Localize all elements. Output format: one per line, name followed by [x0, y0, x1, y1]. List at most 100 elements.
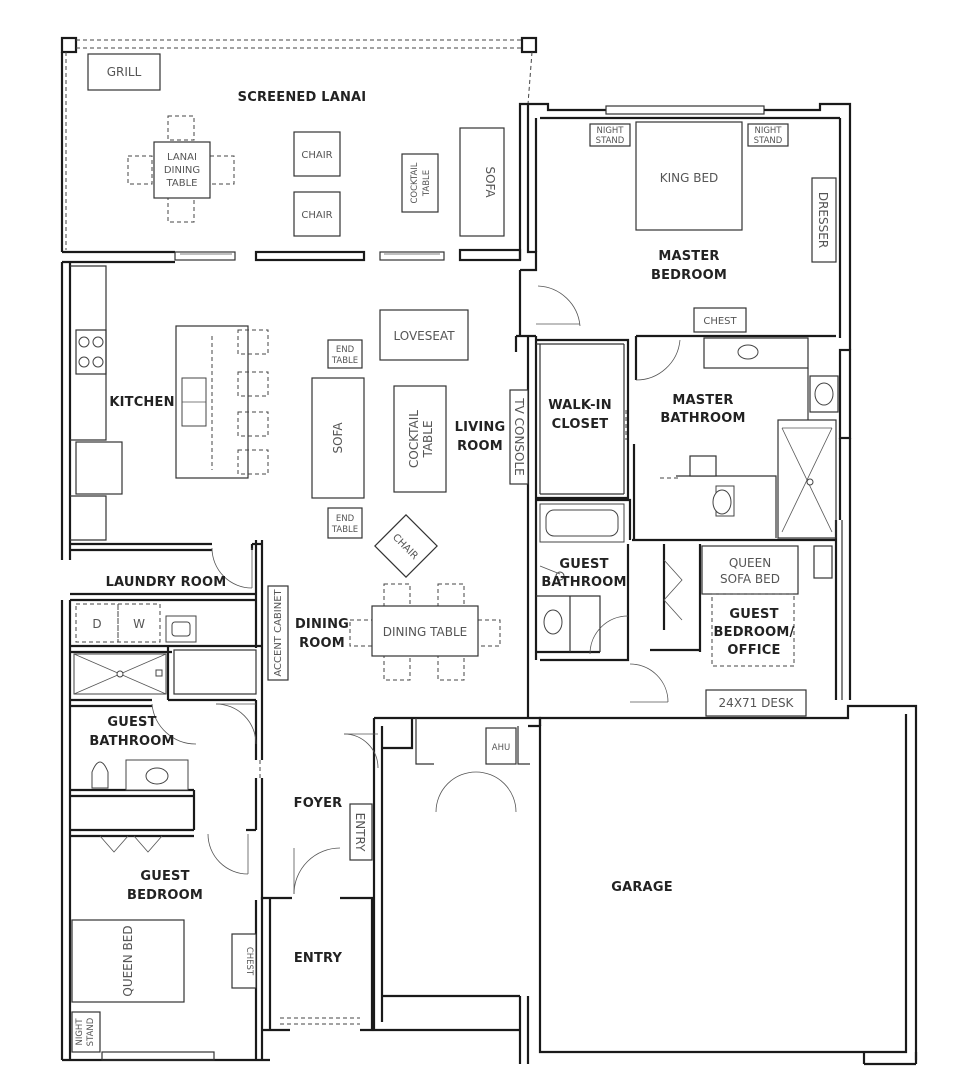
tv-console: [509, 389, 529, 485]
guest-right-toilet-icon: [543, 609, 563, 635]
lanai-dining-table: LANAI DINING TABLE: [127, 115, 235, 223]
living-chair: [374, 514, 438, 578]
room-living-2: ROOM: [457, 439, 503, 454]
lanai-dining-table-label-1: LANAI: [167, 152, 197, 163]
master-sink-icon: [737, 344, 759, 360]
office-furniture: QUEEN SOFA BED 24X71 DESK: [701, 545, 833, 717]
guest-bath-right-fixtures: [539, 503, 625, 635]
room-laundry: LAUNDRY ROOM: [106, 575, 227, 590]
burner-icon: [92, 336, 104, 348]
washer-label: W: [133, 617, 145, 631]
end-table-top-label-1: END: [336, 345, 355, 355]
room-labels: SCREENED LANAI MASTER BEDROOM KITCHEN LI…: [89, 90, 794, 966]
guest-night-stand-label-2: STAND: [86, 1017, 96, 1046]
burner-icon: [78, 336, 90, 348]
room-guest-office-3: OFFICE: [727, 643, 780, 658]
night-stand-right-label-2: STAND: [754, 136, 783, 146]
room-guest-bath-left-1: GUEST: [107, 715, 156, 730]
master-toilet-icon: [712, 489, 732, 515]
living-cocktail-table-label-2: TABLE: [421, 420, 435, 458]
guest-left-sink-icon: [145, 767, 169, 785]
structural-walls: [60, 36, 918, 1066]
master-chest-label: CHEST: [703, 316, 737, 327]
guest-chest-label: CHEST: [244, 947, 254, 976]
burner-icon: [78, 356, 90, 368]
accent-cabinet: [267, 585, 289, 681]
accent-cabinet-label: ACCENT CABINET: [273, 588, 284, 676]
desk-label: 24X71 DESK: [719, 696, 795, 710]
dining-table-label: DINING TABLE: [383, 625, 468, 639]
room-living-1: LIVING: [455, 420, 506, 435]
room-garage: GARAGE: [611, 880, 673, 895]
room-kitchen: KITCHEN: [109, 395, 174, 410]
desk: [705, 689, 807, 717]
end-table-top-label-2: TABLE: [331, 356, 358, 366]
end-table-bottom-label-2: TABLE: [331, 525, 358, 535]
grill: [87, 53, 161, 91]
entry-bench: [349, 803, 373, 861]
room-guest-bedroom-2: BEDROOM: [127, 888, 203, 903]
refrigerator: [75, 441, 123, 495]
king-bed-label: KING BED: [660, 171, 719, 185]
room-walk-in-closet-2: CLOSET: [552, 417, 609, 432]
queen-bed-label: QUEEN BED: [121, 925, 135, 996]
living-cocktail-table-label-1: COCKTAIL: [407, 410, 421, 468]
room-dining-2: ROOM: [299, 636, 345, 651]
queen-sofa-bed-label-2: SOFA BED: [720, 572, 780, 586]
lanai-chair-top: [293, 131, 341, 177]
dining-furniture: DINING TABLE: [349, 583, 501, 681]
laundry-fixtures: D W: [75, 603, 197, 643]
room-foyer: FOYER: [294, 796, 343, 811]
room-dining-1: DINING: [295, 617, 349, 632]
room-master-bedroom-1: MASTER: [658, 249, 719, 264]
room-guest-bath-right-1: GUEST: [559, 557, 608, 572]
guest-bath-left-fixtures: [73, 653, 189, 791]
lanai-sofa: [459, 127, 505, 237]
room-entry: ENTRY: [294, 951, 343, 966]
lanai-cocktail-table-label-2: TABLE: [422, 170, 432, 197]
queen-bed: [71, 919, 185, 1003]
lanai-furniture: GRILL LANAI DINING TABLE CHAIR CHAIR COC…: [87, 53, 505, 237]
dresser: [811, 177, 837, 263]
washer: [117, 603, 161, 643]
dryer: [75, 603, 119, 643]
guest-night-stand: [71, 1011, 101, 1053]
guest-bedroom-furniture: QUEEN BED CHEST NIGHT STAND: [71, 919, 257, 1053]
lanai-chair-bottom: [293, 191, 341, 237]
lanai-chair-bottom-label: CHAIR: [301, 210, 332, 221]
room-walk-in-closet-1: WALK-IN: [548, 398, 612, 413]
shower-drain-icon: [806, 478, 814, 486]
master-tub-sink-icon: [814, 382, 834, 406]
room-guest-bath-right-2: BATHROOM: [541, 575, 626, 590]
queen-sofa-bed-label-1: QUEEN: [729, 556, 771, 570]
night-stand-left: [589, 123, 631, 147]
master-bath-fixtures: [689, 344, 839, 533]
room-screened-lanai: SCREENED LANAI: [238, 90, 367, 105]
room-guest-bath-left-2: BATHROOM: [89, 734, 174, 749]
door-swings: [99, 253, 683, 895]
cooktop: [75, 329, 107, 375]
ahu: [485, 727, 517, 765]
guest-night-stand-label-1: NIGHT: [75, 1018, 85, 1046]
lanai-cocktail-table: [401, 153, 439, 213]
guest-chest: [231, 933, 257, 989]
room-master-bathroom-1: MASTER: [672, 393, 733, 408]
burner-icon: [92, 356, 104, 368]
king-bed: [635, 121, 743, 231]
room-master-bedroom-2: BEDROOM: [651, 268, 727, 283]
night-stand-left-label-2: STAND: [596, 136, 625, 146]
lanai-sofa-label: SOFA: [483, 166, 497, 198]
room-guest-bedroom-1: GUEST: [140, 869, 189, 884]
queen-sofa-bed: [701, 545, 799, 595]
night-stand-right-label-1: NIGHT: [754, 126, 782, 136]
lanai-dining-table-label-2: DINING: [164, 165, 200, 176]
room-guest-office-1: GUEST: [729, 607, 778, 622]
dresser-label: DRESSER: [816, 192, 830, 248]
master-bedroom-furniture: NIGHT STAND KING BED NIGHT STAND DRESSER…: [589, 121, 837, 333]
tv-console-label: TV CONSOLE: [512, 397, 526, 475]
dining-table: [371, 605, 479, 657]
living-sofa: [311, 377, 365, 499]
kitchen-fixtures: [70, 265, 269, 541]
end-table-bottom-label-1: END: [336, 514, 355, 524]
lanai-chair-top-label: CHAIR: [301, 150, 332, 161]
